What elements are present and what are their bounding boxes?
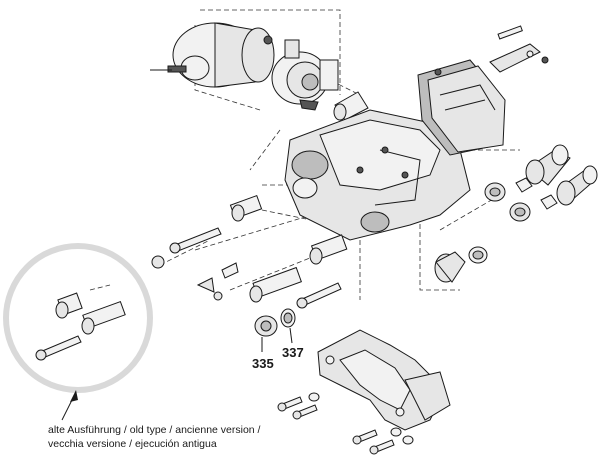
guide-pin-bolts [151, 194, 263, 269]
brake-chamber [150, 22, 275, 88]
old-type-detail [3, 243, 153, 393]
brake-pads [417, 59, 506, 156]
detail-pointer-arrow [61, 390, 78, 421]
guide-sleeve-top [333, 91, 369, 121]
callout-337: 337 [282, 345, 304, 360]
old-type-note-line2: vecchia versione / ejecución antigua [48, 438, 217, 450]
piston-boot [434, 246, 488, 283]
carrier-bracket [317, 329, 451, 431]
mounting-bolts [277, 392, 414, 455]
detail-circle [3, 243, 153, 393]
tappets [484, 177, 558, 222]
tappet-boots [525, 144, 598, 206]
bushings-335-337 [254, 282, 342, 352]
old-type-note-line1: alte Ausführung / old type / ancienne ve… [48, 424, 261, 436]
callout-335: 335 [252, 356, 274, 371]
caliper-body [284, 109, 471, 241]
pad-retainer [489, 25, 549, 73]
adapter-housing [271, 39, 339, 111]
adjusting-parts [196, 234, 348, 303]
